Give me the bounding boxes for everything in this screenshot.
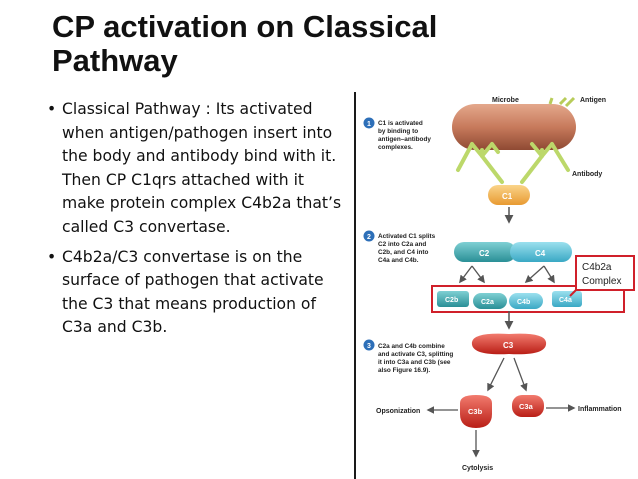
step-3: 3 C2a and C4b combine and activate C3, s…: [363, 339, 453, 374]
c2-molecule: [454, 242, 516, 262]
step-1-line: antigen–antibody: [378, 136, 431, 143]
step-1-line: by binding to: [378, 128, 418, 135]
microbe-label: Microbe: [492, 97, 519, 104]
c1-label: C1: [502, 192, 513, 201]
step-2-line: C2b, and C4 into: [378, 249, 429, 256]
bullet-text: Classical Pathway : Its activated when a…: [62, 100, 342, 236]
c3a-label: C3a: [519, 402, 534, 411]
step-1: 1 C1 is activated by binding to antigen–…: [363, 117, 431, 151]
c4b2a-callout: C4b2a Complex: [575, 255, 635, 291]
c4-label: C4: [535, 249, 546, 258]
antigen-label: Antigen: [580, 97, 606, 104]
antigen-marks: [548, 96, 576, 108]
microbe-shape: [452, 104, 576, 150]
c3-molecule: [471, 333, 547, 355]
c4b-fragment: [509, 293, 543, 309]
step-3-badge: [363, 339, 375, 351]
c2a-label: C2a: [481, 299, 494, 306]
bullet-marker: •: [47, 100, 57, 118]
figure-divider: [354, 92, 356, 479]
callout-connector: [569, 289, 577, 297]
cytolysis-label: Cytolysis: [462, 465, 493, 472]
callout-line: Complex: [582, 276, 621, 287]
inflammation-label: Inflammation: [578, 406, 622, 413]
step-2-line: C2 into C2a and: [378, 241, 426, 248]
c3b-label: C3b: [468, 407, 483, 416]
opsonization-label: Opsonization: [376, 408, 420, 415]
step-3-line: and activate C3, splitting: [378, 351, 453, 358]
c4b2a-highlight-box: [431, 285, 625, 313]
c2-label: C2: [479, 249, 490, 258]
step-1-line: C1 is activated: [378, 120, 423, 127]
c2a-fragment: [473, 293, 507, 309]
step-3-line: also Figure 16.9).: [378, 367, 430, 374]
c4a-label: C4a: [559, 297, 572, 304]
c1-molecule: [488, 185, 530, 205]
step-2-number: 2: [367, 234, 371, 241]
c2b-fragment: [437, 291, 469, 307]
c4b-label: C4b: [517, 299, 530, 306]
step-3-line: it into C3a and C3b (see: [378, 359, 451, 366]
c3-label: C3: [503, 341, 514, 350]
antibody-label: Antibody: [572, 171, 602, 178]
step-1-line: complexes.: [378, 144, 413, 151]
step-2-line: C4a and C4b.: [378, 257, 419, 264]
step-3-line: C2a and C4b combine: [378, 343, 445, 350]
c4-molecule: [510, 242, 572, 262]
callout-line: C4b2a: [582, 262, 612, 273]
bullet-text: C4b2a/C3 convertase is on the surface of…: [62, 247, 324, 337]
c4a-fragment: [552, 291, 582, 307]
bullet-list: • Classical Pathway : Its activated when…: [46, 98, 346, 346]
c3-split-arrows: [487, 357, 528, 392]
step-1-badge: [363, 117, 375, 129]
step-2: 2 Activated C1 splits C2 into C2a and C2…: [363, 230, 436, 264]
step-2-line: Activated C1 splits: [378, 233, 436, 240]
bullet-marker: •: [47, 247, 57, 266]
step-3-number: 3: [367, 343, 371, 350]
bullet-item: • Classical Pathway : Its activated when…: [46, 98, 346, 240]
c3a-fragment: [512, 395, 544, 417]
step-1-number: 1: [367, 121, 371, 128]
complement-pathway-figure: Microbe Antigen Antibody C1 1 C1 is acti…: [354, 92, 638, 479]
bullet-item: • C4b2a/C3 convertase is on the surface …: [46, 246, 346, 340]
split-arrows: [459, 265, 555, 284]
c3b-fragment: [460, 395, 492, 428]
step-2-badge: [363, 230, 375, 242]
antibody-shape: [456, 142, 570, 184]
slide-title: CP activation on Classical Pathway: [52, 9, 438, 78]
c2b-label: C2b: [445, 297, 458, 304]
